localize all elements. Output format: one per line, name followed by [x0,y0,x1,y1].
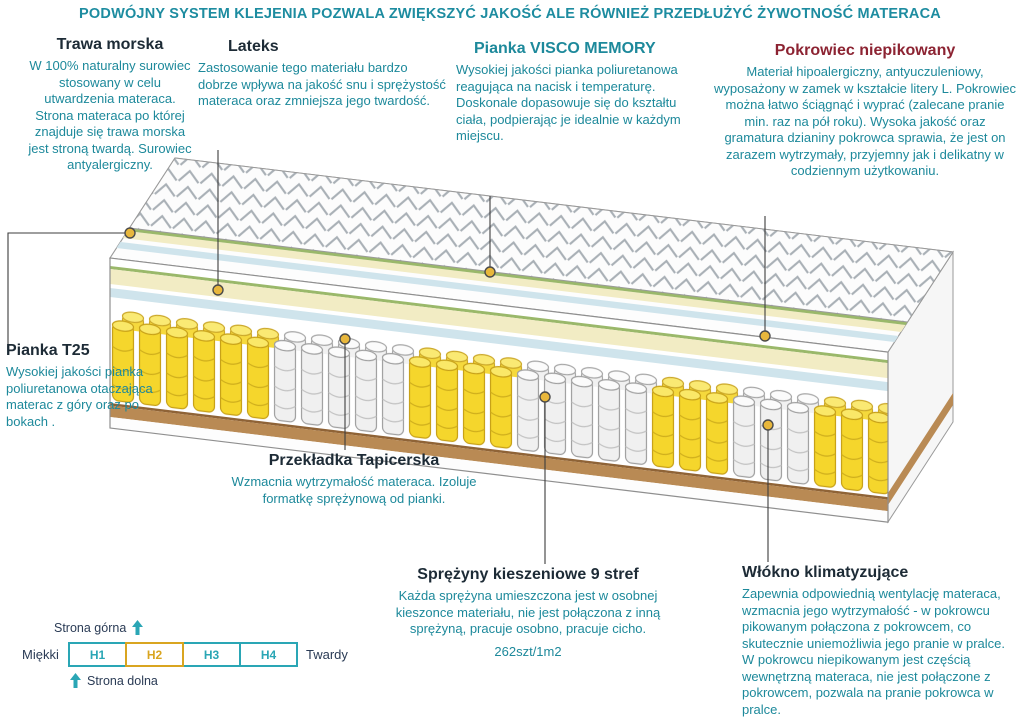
callout-lateks: Lateks Zastosowanie tego materiału bardz… [198,38,446,110]
callout-dot-wlokno [762,419,774,431]
bottom-side-label-row: Strona dolna [70,673,372,688]
hardness-cell-h1: H1 [68,642,127,667]
callout-title: Pokrowiec niepikowany [774,42,956,59]
layer-seagrass [110,266,888,364]
mattress-front-face [109,257,889,523]
top-side-label-row: Strona górna [54,620,372,635]
hard-label: Twardy [306,647,348,662]
callout-lines [7,150,769,564]
callout-wlokno-klimatyzujace: Włókno klimatyzujące Zapewnia odpowiedni… [742,564,1020,718]
callout-dot-trawa [124,227,136,239]
soft-label: Miękki [22,647,59,662]
callout-title: Pianka T25 [6,342,90,359]
callout-dots [124,227,774,431]
callout-dot-lateks [212,284,224,296]
callout-przekladka-tapicerska: Przekładka Tapicerska Wzmacnia wytrzymał… [228,452,480,507]
callout-pianka-visco-memory: Pianka VISCO MEMORY Wysokiej jakości pia… [456,40,694,145]
callout-body: Zapewnia odpowiednią wentylację materaca… [742,586,1006,717]
callout-title: Pianka VISCO MEMORY [474,40,656,57]
callout-sprezyny-kieszeniowe: Sprężyny kieszeniowe 9 stref Każda spręż… [384,566,672,659]
layer-top-blue [116,242,899,342]
bottom-side-label: Strona dolna [87,673,158,688]
header-banner: PODWÓJNY SYSTEM KLEJENIA POZWALA ZWIĘKSZ… [79,6,941,22]
callout-body: Materiał hipoalergiczny, antyuczuleniowy… [714,64,1016,179]
callout-dot-sprezyny [539,391,551,403]
layer-airflow-fiber [110,288,888,392]
callout-body: Wzmacnia wytrzymałość materaca. Izoluje … [231,474,477,506]
callout-dot-pokrowiec [759,330,771,342]
base-layer [110,405,888,512]
base-edge-right [888,393,953,505]
layer-latex [110,269,888,379]
callout-dot-visco [484,266,496,278]
callout-title: Lateks [228,38,279,55]
callout-title: Przekładka Tapicerska [268,452,440,469]
hardness-cell-h3: H3 [182,642,241,667]
callout-body: Każda sprężyna umieszczona jest w osobne… [395,588,661,637]
callout-body: Zastosowanie tego materiału bardzo dobrz… [198,60,446,109]
top-side-label: Strona górna [54,620,127,635]
callout-body: Wysokiej jakości pianka poliuretanowa re… [456,62,681,144]
callout-title: Trawa morska [56,36,164,53]
up-arrow-icon [132,620,144,635]
callout-body: W 100% naturalny surowiec stosowany w ce… [28,58,192,173]
callout-line-trawa-t25 [7,232,127,348]
hardness-cell-h4: H4 [239,642,298,667]
layer-top-cream [123,231,906,332]
spring-count-note: 262szt/1m2 [494,643,562,659]
mattress-top-surface [109,157,954,353]
callout-body: Wysokiej jakości pianka poliuretanowa ot… [6,364,153,429]
base-edge-line [110,403,888,500]
layer-top-seagrass [127,228,908,325]
hardness-bar-row: Miękki H1 H2 H3 H4 Twardy [22,642,372,667]
callout-title: Sprężyny kieszeniowe 9 stref [417,566,639,583]
callout-pianka-t25: Pianka T25 Wysokiej jakości pianka poliu… [6,342,178,430]
springs-front-row [110,314,888,499]
callout-pokrowiec-niepikowany: Pokrowiec niepikowany Materiał hipoalerg… [714,42,1016,180]
callout-trawa-morska: Trawa morska W 100% naturalny surowiec s… [24,36,196,174]
hardness-cell-h2: H2 [125,642,184,667]
hardness-scale: Strona górna Miękki H1 H2 H3 H4 Twardy S… [22,620,372,688]
up-arrow-icon [70,673,81,688]
hardness-bar: H1 H2 H3 H4 [68,642,298,667]
callout-dot-przekladka [339,333,351,345]
bottom-foam [110,417,888,523]
callout-title: Włókno klimatyzujące [742,564,909,581]
